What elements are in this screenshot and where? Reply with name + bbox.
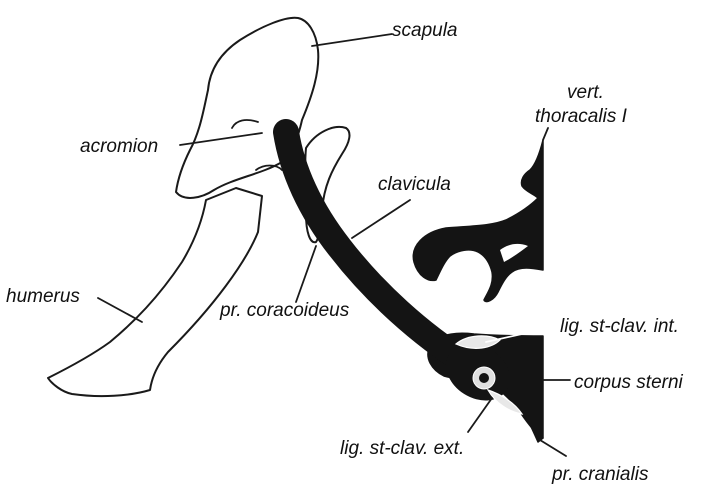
leader-scapula — [312, 34, 392, 46]
articular-surface-core — [479, 373, 489, 383]
leader-vert — [543, 128, 548, 140]
leader-humerus — [98, 298, 142, 322]
vertebra-thoracalis-i — [413, 140, 543, 302]
leader-pr-cranialis — [540, 440, 566, 456]
label-corpus-sterni: corpus sterni — [574, 372, 684, 393]
label-pr-cranialis: pr. cranialis — [551, 464, 649, 485]
label-pr-coracoideus: pr. coracoideus — [219, 300, 350, 321]
label-humerus: humerus — [6, 286, 80, 307]
label-vert-line2: thoracalis I — [535, 106, 628, 127]
leader-clavicula — [352, 200, 410, 238]
leader-lig-ext — [468, 398, 492, 432]
humerus-bone — [48, 188, 262, 396]
label-acromion: acromion — [80, 136, 158, 157]
label-vert-line1: vert. — [567, 82, 604, 103]
label-clavicula: clavicula — [378, 174, 451, 195]
label-lig-int: lig. st-clav. int. — [560, 316, 679, 337]
label-lig-ext: lig. st-clav. ext. — [340, 438, 464, 459]
leader-coracoideus — [296, 246, 316, 302]
label-scapula: scapula — [392, 20, 458, 41]
